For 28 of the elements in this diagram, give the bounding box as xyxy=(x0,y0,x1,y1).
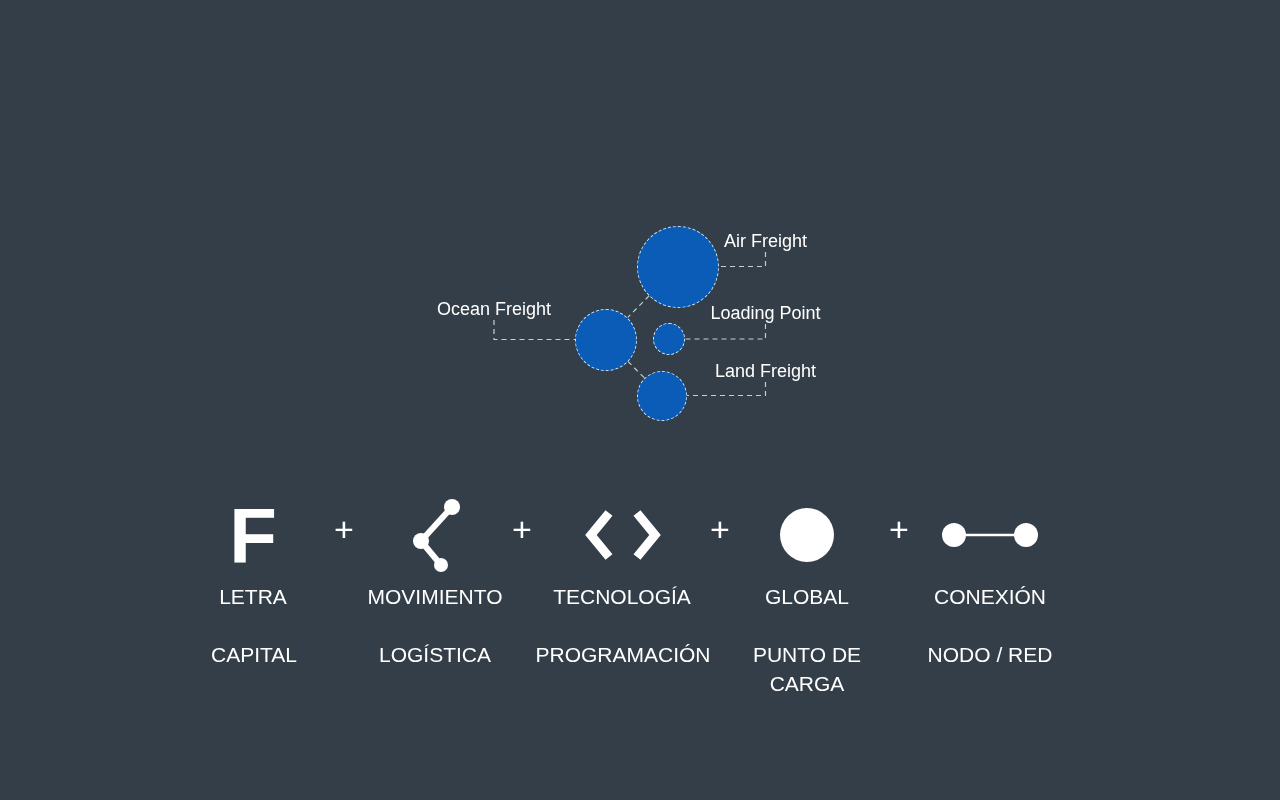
construction-line xyxy=(627,295,650,318)
circle-shape xyxy=(637,370,687,421)
plus-sign: + xyxy=(889,512,909,546)
leader-line xyxy=(684,323,767,340)
leader-line xyxy=(718,251,767,268)
plus-sign: + xyxy=(334,512,354,546)
letter-text: F xyxy=(229,497,277,575)
plus-sign: + xyxy=(512,512,532,546)
callout-label: Loading Point xyxy=(710,302,821,324)
circle-shape xyxy=(653,323,685,355)
meaning-label: CAPITAL xyxy=(211,641,297,668)
plus-sign: + xyxy=(710,512,730,546)
meaning-label: PROGRAMACIÓN xyxy=(535,641,711,668)
construction-line xyxy=(627,360,645,379)
meaning-label: NODO / RED xyxy=(927,641,1053,668)
leader-line xyxy=(686,381,767,397)
meaning-label: LOGÍSTICA xyxy=(379,641,491,668)
meaning-label: PUNTO DE CARGA xyxy=(751,641,863,697)
concept-label: TECNOLOGÍA xyxy=(553,583,691,610)
callout-label: Land Freight xyxy=(714,360,817,382)
leader-line xyxy=(493,319,576,341)
concept-label: LETRA xyxy=(219,583,287,610)
concept-label: GLOBAL xyxy=(765,583,849,610)
circle-shape xyxy=(575,308,637,371)
concept-label: MOVIMIENTO xyxy=(367,583,503,610)
concept-label: CONEXIÓN xyxy=(934,583,1046,610)
callout-label: Ocean Freight xyxy=(436,298,552,320)
callout-label: Air Freight xyxy=(724,230,807,252)
